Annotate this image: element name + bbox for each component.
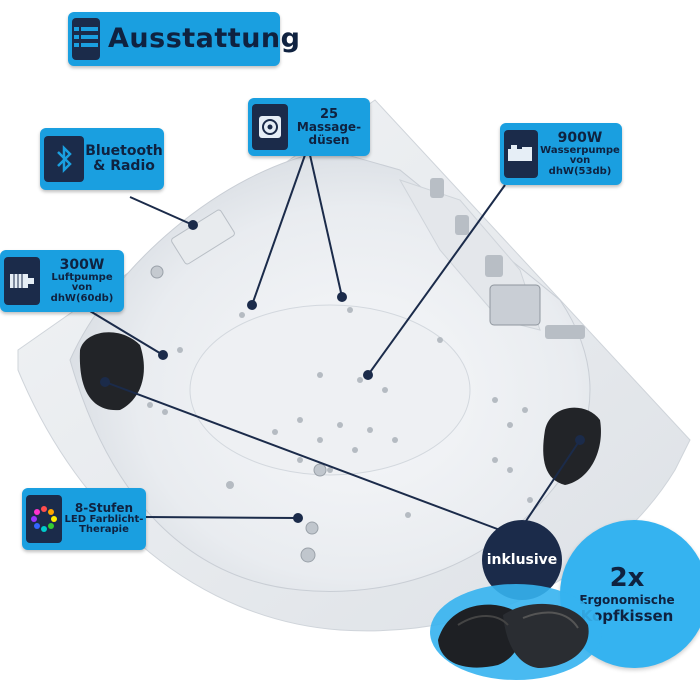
water-pump-icon <box>504 130 538 178</box>
title-banner: Ausstattung <box>68 12 300 66</box>
water-pump-line3: von dhW(53db) <box>548 155 612 177</box>
water-pump-line1: 900W <box>557 129 603 146</box>
water-pump-line2: Wasserpumpe <box>540 144 620 156</box>
feature-led-therapy: 8-Stufen LED Farblicht- Therapie <box>22 488 146 550</box>
air-pump-icon <box>4 257 40 305</box>
promo-count: 2x <box>609 563 645 593</box>
jets-line1: 25 <box>319 106 339 122</box>
jets-line2: Massage- <box>296 120 362 135</box>
air-pump-line2: Luftpumpe <box>51 271 113 283</box>
led-line1: 8-Stufen <box>74 501 134 516</box>
led-color-icon <box>26 495 62 543</box>
headrest-pair-image <box>430 584 602 680</box>
bluetooth-line1: Bluetooth <box>85 143 163 160</box>
promo-line2: Kopfkissen <box>580 607 674 625</box>
jets-line3: düsen <box>308 132 350 147</box>
air-pump-line1: 300W <box>59 256 105 273</box>
inklusive-text: inklusive <box>486 552 558 568</box>
air-pump-line3: von dhW(60db) <box>50 282 114 304</box>
massage-jet-icon <box>252 104 288 150</box>
promo-line1: Ergonomische <box>579 593 675 607</box>
feature-air-pump: 300W Luftpumpe von dhW(60db) <box>0 250 124 312</box>
feature-massage-jets: 25 Massage- düsen <box>248 98 370 156</box>
feature-water-pump: 900W Wasserpumpe von dhW(53db) <box>500 123 622 185</box>
bluetooth-line2: & Radio <box>93 158 155 174</box>
bluetooth-icon <box>44 136 84 182</box>
list-icon <box>72 18 100 60</box>
page-title: Ausstattung <box>108 22 301 54</box>
led-line2: LED Farblicht- <box>64 513 144 525</box>
led-line3: Therapie <box>79 524 129 536</box>
feature-bluetooth: Bluetooth & Radio <box>40 128 164 190</box>
